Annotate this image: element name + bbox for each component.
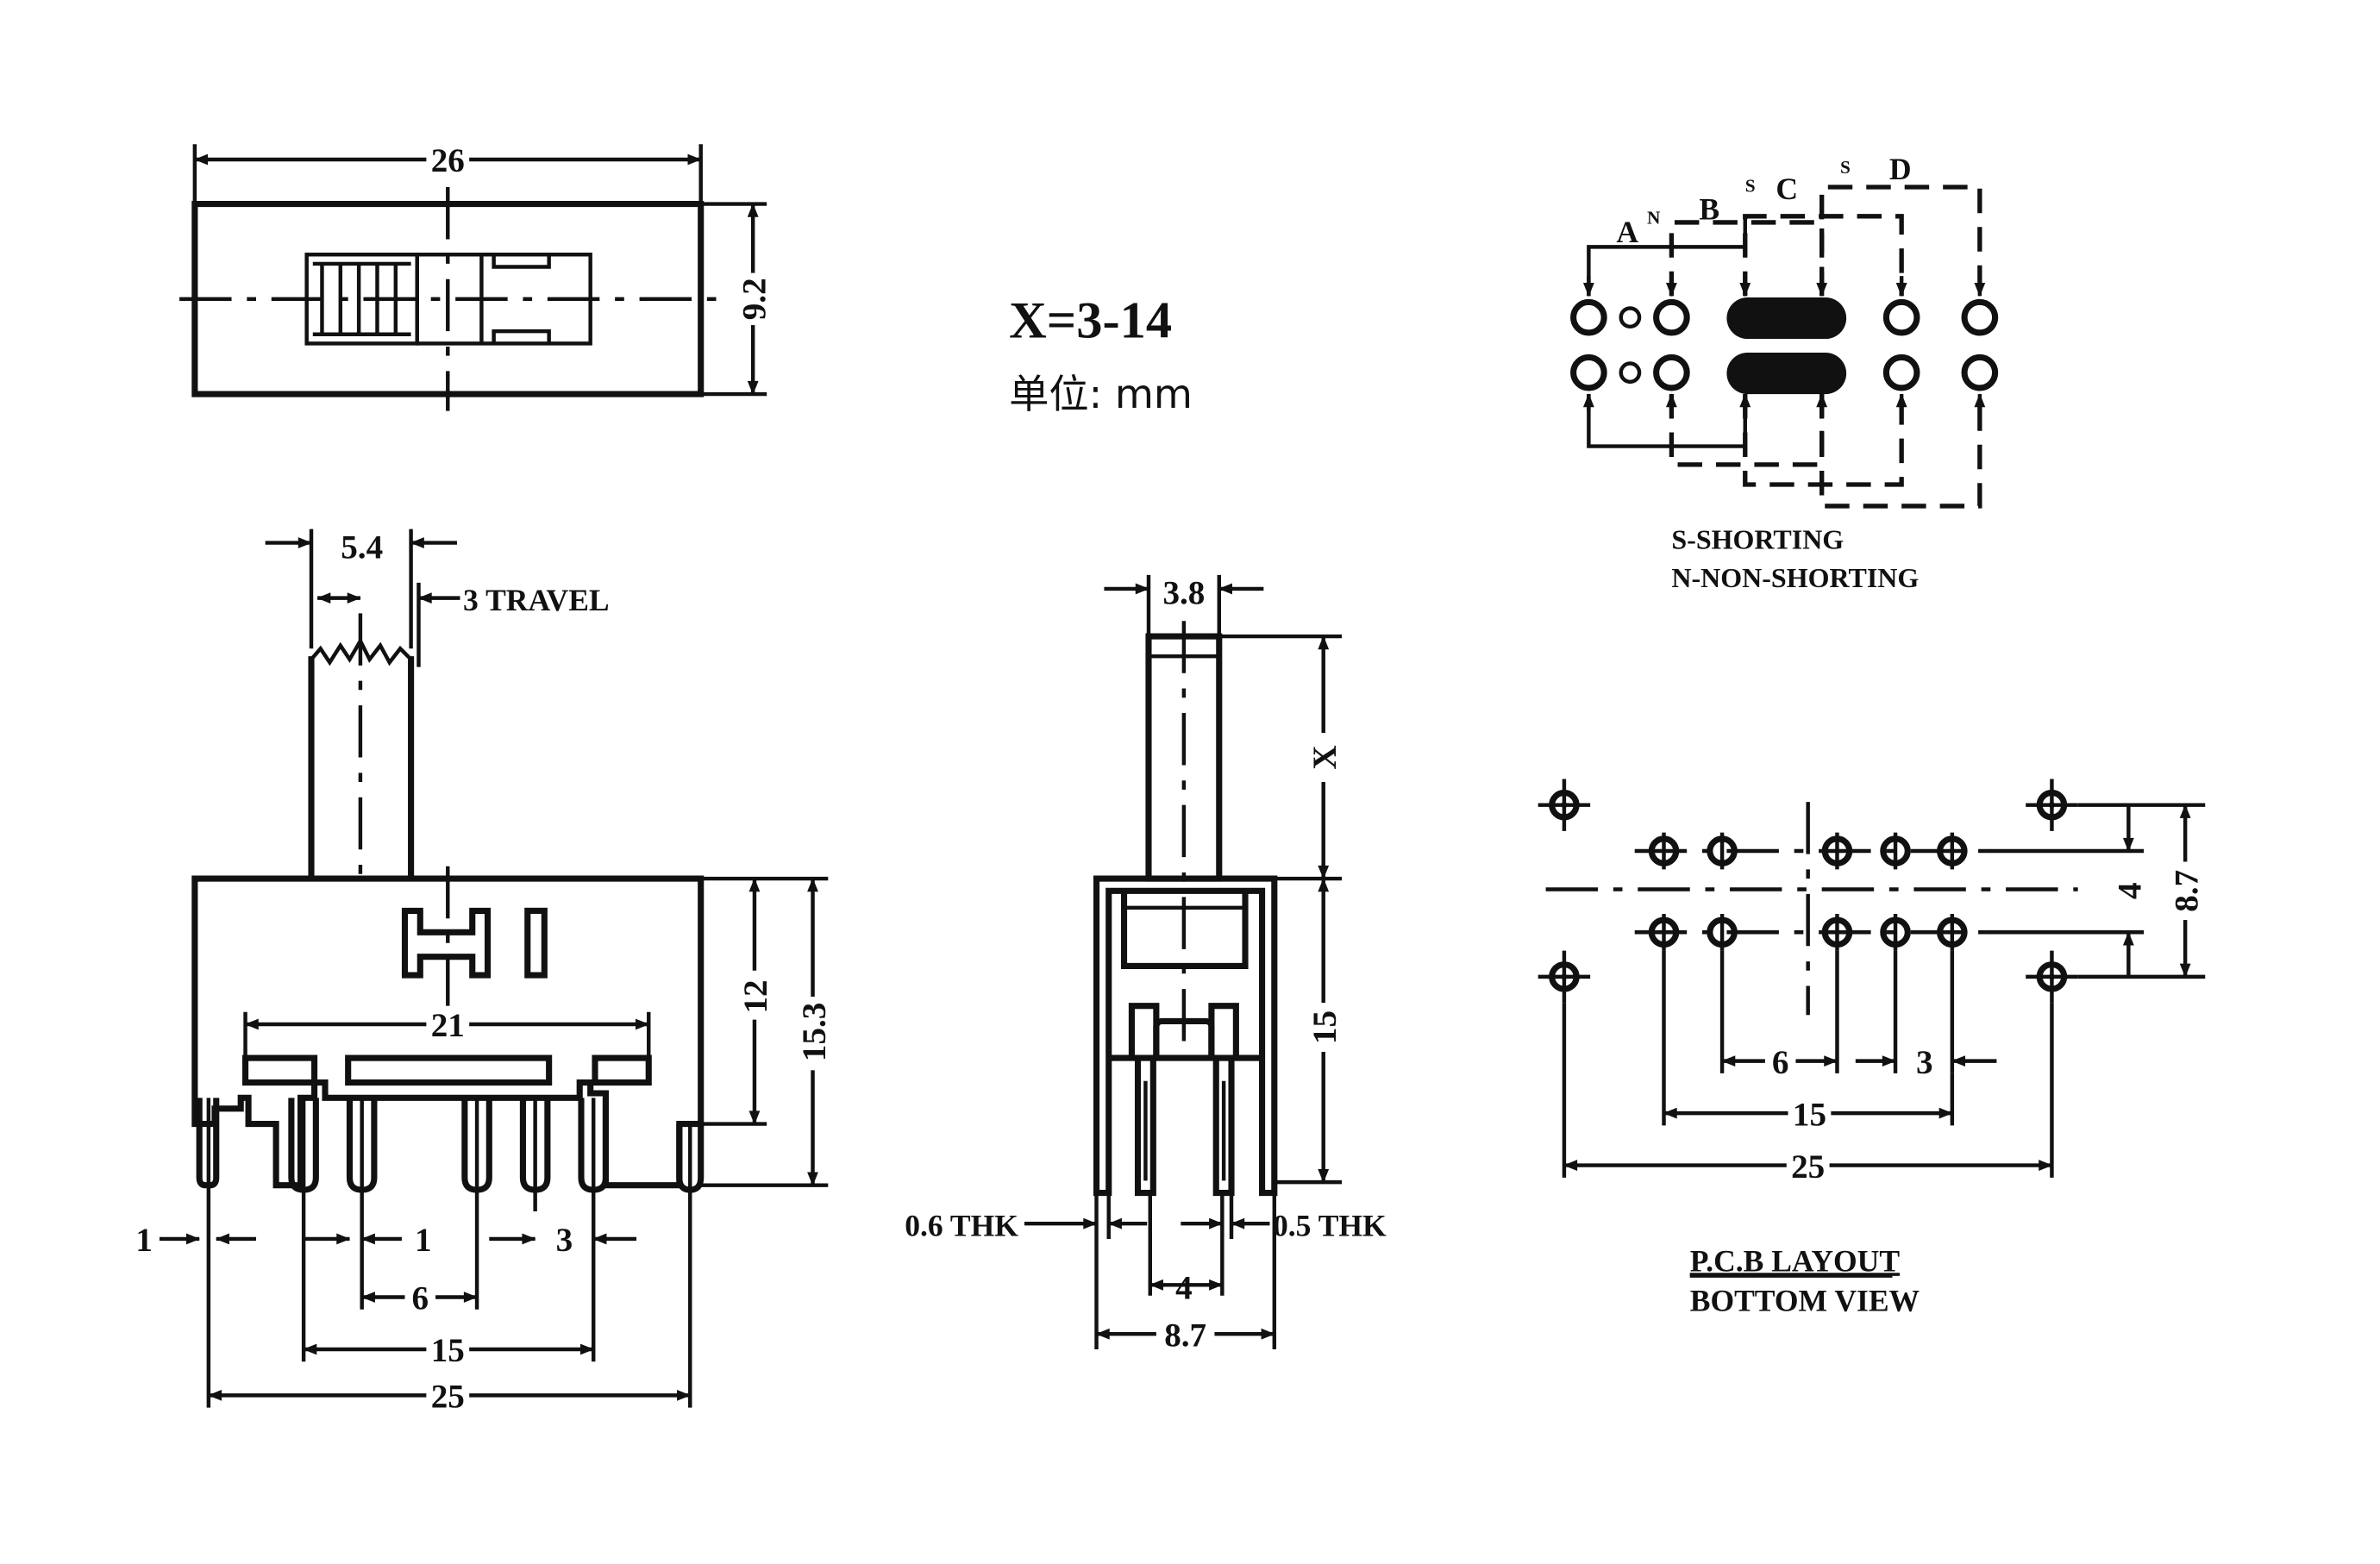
x-range-note: X=3-14 bbox=[1009, 291, 1172, 349]
dim-pin-15: 15 bbox=[431, 1332, 465, 1369]
dim-pcb-row: 4 bbox=[2112, 882, 2149, 899]
dim-pcb-3: 3 bbox=[1916, 1044, 1933, 1081]
dim-total-height: 15.3 bbox=[796, 1003, 833, 1061]
pcb-pin-holes bbox=[1648, 832, 1968, 951]
dim-body-height: 12 bbox=[737, 979, 774, 1013]
dim-pin-width: 1 bbox=[415, 1222, 432, 1259]
contact-schematic: A N B S C S D S-SHORTING N-NON-SHORTING bbox=[1570, 152, 1999, 593]
dim-lug-span: 21 bbox=[431, 1007, 465, 1044]
dim-top-height: 9.2 bbox=[736, 278, 773, 320]
dim-pcb-6: 6 bbox=[1772, 1044, 1789, 1081]
label-s1: S bbox=[1745, 175, 1756, 196]
thk-right: 0.5 THK bbox=[1273, 1208, 1387, 1242]
side-view: 3.8 X 15 0.6 THK 0.5 THK 4 8.7 bbox=[905, 575, 1387, 1354]
pcb-mount-holes bbox=[1538, 779, 2078, 1004]
thk-left: 0.6 THK bbox=[905, 1208, 1018, 1242]
dim-pcb-lug-row: 8.7 bbox=[2168, 870, 2205, 912]
dim-pin-6: 6 bbox=[411, 1280, 429, 1317]
pcb-subtitle: BOTTOM VIEW bbox=[1690, 1284, 1920, 1318]
dim-overall: 25 bbox=[431, 1379, 465, 1416]
dim-pin-pitch: 3 bbox=[556, 1222, 573, 1259]
dim-side-width: 8.7 bbox=[1164, 1317, 1206, 1354]
label-b: B bbox=[1699, 191, 1719, 226]
dim-pcb-25: 25 bbox=[1791, 1148, 1825, 1186]
dim-pcb-15: 15 bbox=[1793, 1096, 1826, 1133]
notes: X=3-14 单位: mm bbox=[1009, 291, 1193, 417]
unit-note: 单位: mm bbox=[1009, 371, 1193, 417]
front-view: 5.4 3 TRAVEL 12 15.3 21 1 1 3 6 15 25 bbox=[135, 529, 832, 1415]
label-c: C bbox=[1776, 172, 1798, 206]
legend-non-shorting: N-NON-SHORTING bbox=[1671, 562, 1919, 593]
dim-travel: 3 TRAVEL bbox=[463, 583, 610, 617]
label-s2: S bbox=[1840, 157, 1851, 178]
dim-top-width: 26 bbox=[431, 142, 465, 179]
dim-side-actuator: 3.8 bbox=[1162, 575, 1205, 612]
dim-x: X bbox=[1306, 745, 1343, 769]
label-d: D bbox=[1889, 152, 1912, 186]
dim-side-pin-span: 4 bbox=[1175, 1269, 1193, 1306]
dim-side-height: 15 bbox=[1306, 1010, 1343, 1044]
label-n: N bbox=[1647, 208, 1661, 228]
dim-actuator-width: 5.4 bbox=[341, 529, 383, 566]
top-view: 26 9.2 bbox=[179, 141, 773, 411]
pcb-layout: 4 8.7 6 3 15 25 P.C.B LAYOUT BOTTOM VIEW bbox=[1538, 779, 2205, 1318]
pcb-title: P.C.B LAYOUT bbox=[1690, 1243, 1901, 1278]
legend-shorting: S-SHORTING bbox=[1671, 524, 1844, 555]
dim-lug-width: 1 bbox=[135, 1222, 153, 1259]
label-a: A bbox=[1616, 215, 1638, 249]
